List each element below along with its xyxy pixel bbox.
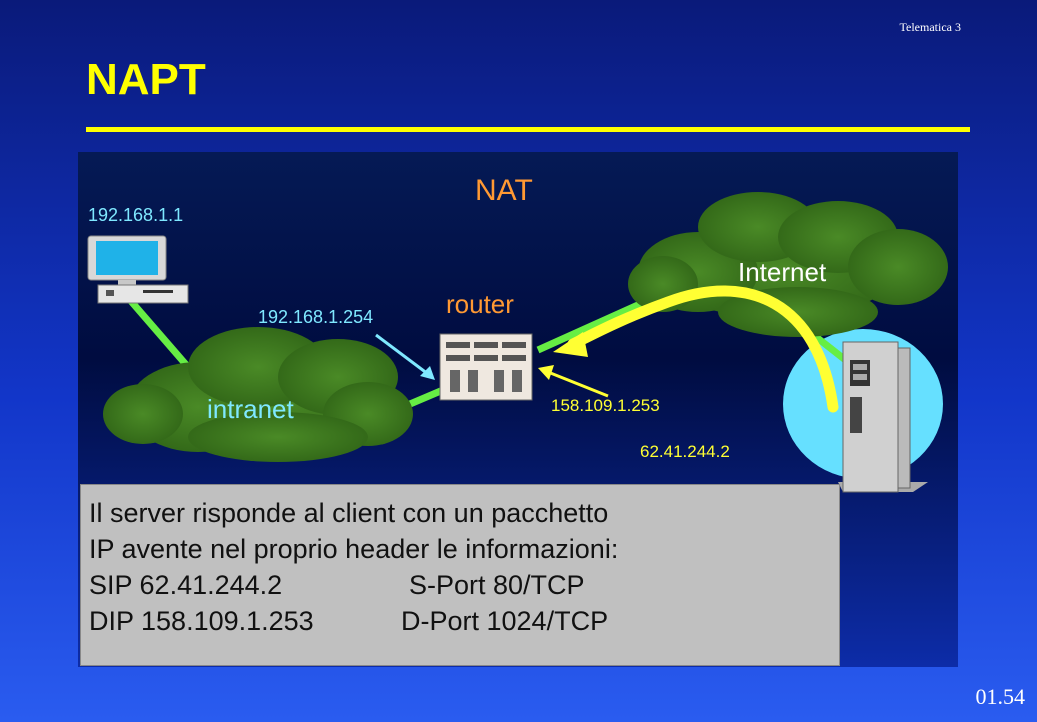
explanation-line: DIP 158.109.1.253 D-Port 1024/TCP (89, 603, 831, 639)
source-ip-text: SIP 62.41.244.2 (89, 570, 283, 600)
slide-title: NAPT (86, 55, 206, 104)
public-ip-pointer-head (538, 365, 554, 380)
dest-ip-text: DIP 158.109.1.253 (89, 606, 314, 636)
nat-label: NAT (475, 174, 533, 207)
internet-label: Internet (738, 257, 827, 287)
server-icon (838, 341, 928, 493)
router-ip-pointer-head (420, 366, 435, 380)
router-icon (439, 333, 533, 401)
explanation-line: Il server risponde al client con un pacc… (89, 498, 609, 528)
router-ip-label: 192.168.1.254 (258, 307, 374, 327)
source-port-text: S-Port 80/TCP (409, 570, 585, 600)
return-arrow-head (553, 332, 588, 357)
client-ip-label: 192.168.1.1 (88, 205, 184, 225)
server-ip-label: 62.41.244.2 (640, 442, 730, 461)
explanation-box: Il server risponde al client con un pacc… (80, 484, 840, 666)
course-label: Telematica 3 (899, 20, 961, 34)
public-ip-label: 158.109.1.253 (551, 396, 660, 415)
intranet-cloud (103, 327, 413, 462)
title-rule (86, 127, 970, 132)
router-label: router (446, 289, 514, 319)
router-ip-pointer (375, 333, 429, 376)
explanation-line: SIP 62.41.244.2 S-Port 80/TCP (89, 567, 831, 603)
return-arrow (567, 285, 839, 413)
explanation-line: IP avente nel proprio header le informaz… (89, 534, 619, 564)
diagram-graphics (87, 192, 948, 493)
public-ip-pointer (547, 370, 609, 398)
dest-port-text: D-Port 1024/TCP (401, 606, 609, 636)
page-number: 01.54 (975, 684, 1026, 709)
client-computer-icon (87, 235, 189, 304)
intranet-label: intranet (207, 394, 294, 424)
